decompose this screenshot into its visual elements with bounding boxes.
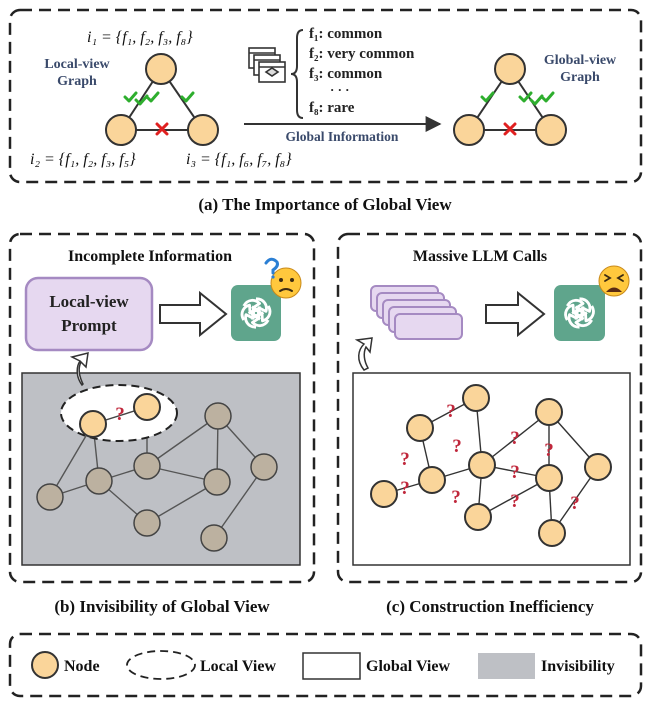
curved-arrow-icon xyxy=(354,337,373,371)
graph-node xyxy=(538,519,566,547)
legend-frame xyxy=(8,632,643,698)
legend-global-view-swatch xyxy=(302,652,361,680)
check-icon xyxy=(480,91,555,106)
cross-icon xyxy=(503,122,517,136)
question-mark: ? xyxy=(452,436,462,457)
question-mark: ? xyxy=(510,462,520,483)
freq-item: · · · xyxy=(330,82,350,97)
caption-b: (b) Invisibility of Global View xyxy=(54,597,270,616)
confused-emoji-icon xyxy=(264,257,302,299)
prompt-label-2: Prompt xyxy=(61,316,117,335)
global-nodes xyxy=(370,384,612,547)
legend-local-view-label: Local View xyxy=(200,658,276,675)
caption-a: (a) The Importance of Global View xyxy=(198,195,452,214)
freq-item: f₁: common xyxy=(309,26,383,42)
graph-node xyxy=(36,483,64,511)
graph-node xyxy=(494,53,526,85)
question-mark: ? xyxy=(446,401,456,422)
prompt-stack-icon xyxy=(370,285,463,340)
graph-node xyxy=(79,410,107,438)
graph-node xyxy=(85,467,113,495)
check-icon xyxy=(123,91,195,106)
graph-node xyxy=(133,452,161,480)
legend-node-label: Node xyxy=(64,658,100,675)
graph-node xyxy=(204,402,232,430)
graph-node xyxy=(370,480,398,508)
invisible-nodes xyxy=(36,402,278,552)
curly-brace xyxy=(290,29,304,119)
legend-local-view-swatch xyxy=(126,650,196,680)
item-set-i2: i₂ = {f₁, f₂, f₃, f₅} xyxy=(30,151,136,168)
cross-icon xyxy=(155,122,169,136)
graph-node xyxy=(535,464,563,492)
question-mark: ? xyxy=(544,440,554,461)
graph-node xyxy=(453,114,485,146)
question-mark: ? xyxy=(451,487,461,508)
panel-b-frame xyxy=(8,232,316,584)
question-mark: ? xyxy=(115,404,125,425)
panel-c-frame xyxy=(336,232,643,584)
legend-global-view-label: Global View xyxy=(366,658,450,675)
global-graph-title-2: Graph xyxy=(560,70,600,85)
question-marks: ? ? ? ? ? ? ? ? ? ? xyxy=(400,401,580,514)
question-mark: ? xyxy=(400,449,410,470)
chatgpt-icon xyxy=(231,285,281,341)
local-view-graph: Local-view Graph i₁ = {f₁, f₂, f₃, f₈} i… xyxy=(30,29,292,168)
legend-node-swatch xyxy=(31,651,59,679)
graph-node xyxy=(200,524,228,552)
graph-node xyxy=(133,509,161,537)
right-arrow-icon xyxy=(485,290,546,338)
question-mark: ? xyxy=(510,428,520,449)
graph-node xyxy=(418,466,446,494)
panel-a-frame xyxy=(8,8,643,184)
local-graph-title: Local-view xyxy=(44,57,110,72)
graph-node xyxy=(187,114,219,146)
legend-invisibility-label: Invisibility xyxy=(541,658,615,675)
graph-node xyxy=(535,114,567,146)
tired-emoji-icon xyxy=(598,265,630,297)
panel-c-title: Massive LLM Calls xyxy=(413,248,547,265)
frequency-list: f₁: common f₂: very common f₃: common · … xyxy=(309,26,415,116)
local-view-prompt-box xyxy=(24,276,154,352)
graph-node xyxy=(203,468,231,496)
global-info-label: Global Information xyxy=(286,129,399,144)
curved-arrow-icon xyxy=(69,352,89,387)
graph-node xyxy=(406,414,434,442)
graph-node xyxy=(468,451,496,479)
legend-invisibility-swatch xyxy=(478,653,535,679)
graph-node xyxy=(462,384,490,412)
panel-b-title: Incomplete Information xyxy=(68,248,232,265)
local-graph-title-2: Graph xyxy=(57,74,97,89)
question-mark: ? xyxy=(510,491,520,512)
global-graph-title: Global-view xyxy=(544,53,617,68)
item-set-i3: i₃ = {f₁, f₆, f₇, f₈} xyxy=(186,151,292,168)
right-arrow-icon xyxy=(159,290,228,338)
question-mark: ? xyxy=(400,478,410,499)
caption-c: (c) Construction Inefficiency xyxy=(386,597,594,616)
graph-node xyxy=(133,393,161,421)
freq-item: f₈: rare xyxy=(309,100,355,116)
chatgpt-icon xyxy=(554,285,605,341)
graph-node xyxy=(145,53,177,85)
prompt-label: Local-view xyxy=(49,292,129,311)
freq-item: f₂: very common xyxy=(309,46,415,62)
graph-node xyxy=(105,114,137,146)
graph-node xyxy=(250,453,278,481)
graph-node xyxy=(464,503,492,531)
question-mark: ? xyxy=(570,493,580,514)
global-view-graph: Global-view Graph xyxy=(453,53,617,146)
item-set-i1: i₁ = {f₁, f₂, f₃, f₈} xyxy=(87,29,193,46)
freq-item: f₃: common xyxy=(309,66,383,82)
graph-node xyxy=(584,453,612,481)
document-stack-icon xyxy=(248,47,286,83)
graph-node xyxy=(535,398,563,426)
